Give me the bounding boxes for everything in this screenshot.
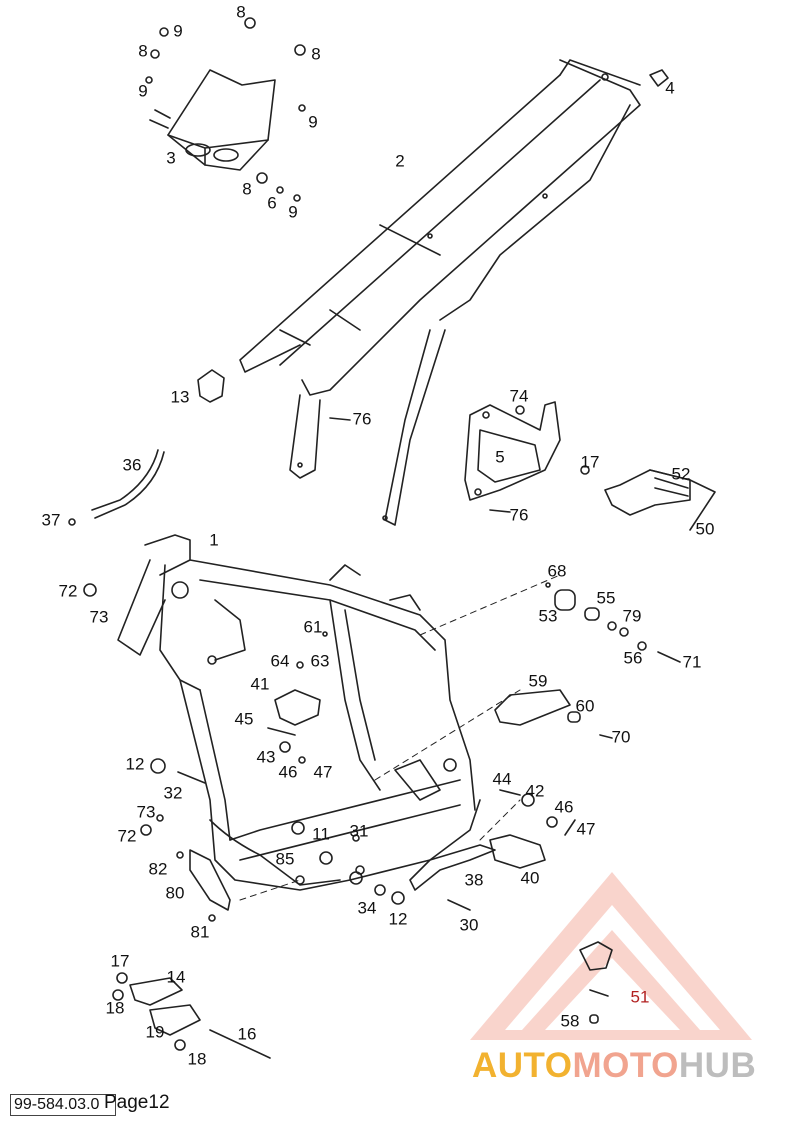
part-callout-40: 40: [520, 868, 540, 888]
part-callout-60: 60: [575, 696, 595, 716]
part-callout-50: 50: [695, 519, 715, 539]
part-callout-56: 56: [623, 648, 643, 668]
part-callout-13: 13: [170, 387, 190, 407]
lever-bushing-part: [567, 711, 581, 723]
part-callout-47: 47: [313, 762, 333, 782]
part-callout-19: 19: [145, 1022, 165, 1042]
main-frame-part: [117, 534, 481, 891]
part-callout-53: 53: [538, 606, 558, 626]
part-callout-59: 59: [528, 671, 548, 691]
leader-lines: [239, 574, 561, 901]
part-callout-18: 18: [105, 998, 125, 1018]
left-footpeg-part: [274, 689, 321, 726]
page-number: Page12: [104, 1092, 170, 1113]
part-callout-73: 73: [136, 802, 156, 822]
part-callout-76: 76: [352, 409, 372, 429]
part-callout-74: 74: [509, 386, 529, 406]
watermark-part-moto: MOTO: [572, 1046, 679, 1085]
part-callout-70: 70: [611, 727, 631, 747]
part-callout-81: 81: [190, 922, 210, 942]
part-callout-32: 32: [163, 783, 183, 803]
part-callout-64: 64: [270, 651, 290, 671]
part-callout-8: 8: [242, 179, 252, 199]
part-callout-30: 30: [459, 915, 479, 935]
part-callout-44: 44: [492, 769, 512, 789]
part-callout-3: 3: [166, 148, 176, 168]
fastener-parts: [68, 17, 613, 922]
right-footpeg-part: [409, 834, 546, 891]
brake-lever-part: [494, 689, 571, 726]
part-callout-17: 17: [110, 951, 130, 971]
part-callout-18: 18: [187, 1049, 207, 1069]
part-callout-8: 8: [138, 41, 148, 61]
part-callout-63: 63: [310, 651, 330, 671]
part-callout-34: 34: [357, 898, 377, 918]
part-callout-11: 11: [312, 824, 330, 844]
bushing-set-part: [554, 589, 681, 663]
part-callout-68: 68: [547, 561, 567, 581]
part-callout-80: 80: [165, 883, 185, 903]
part-callout-14: 14: [166, 967, 186, 987]
watermark-logo-icon: [470, 872, 752, 1040]
part-callout-51: 51: [630, 987, 650, 1007]
part-callout-8: 8: [236, 2, 246, 22]
part-callout-55: 55: [596, 588, 616, 608]
part-callout-36: 36: [122, 455, 142, 475]
chain-guard-part: [189, 849, 231, 911]
watermark-logo: AUTOMOTOHUB: [472, 1046, 756, 1086]
part-callout-9: 9: [138, 81, 148, 101]
hose-part: [91, 449, 165, 519]
part-callout-12: 12: [388, 909, 408, 929]
part-callout-5: 5: [495, 447, 505, 467]
footpeg-part: [604, 469, 716, 531]
part-callout-45: 45: [234, 709, 254, 729]
part-callout-2: 2: [395, 151, 405, 171]
part-callout-9: 9: [173, 21, 183, 41]
part-callout-12: 12: [125, 754, 145, 774]
watermark-part-hub: HUB: [678, 1046, 757, 1085]
part-callout-31: 31: [349, 821, 369, 841]
part-callout-46: 46: [278, 762, 298, 782]
part-callout-82: 82: [148, 859, 168, 879]
side-bracket-part: [464, 401, 561, 501]
part-callout-42: 42: [525, 781, 545, 801]
part-callout-73: 73: [89, 607, 109, 627]
part-callout-72: 72: [58, 581, 78, 601]
document-number: 99-584.03.0: [10, 1094, 117, 1116]
part-callout-38: 38: [464, 870, 484, 890]
part-callout-46: 46: [554, 797, 574, 817]
mount-bracket-part: [112, 972, 271, 1059]
part-callout-16: 16: [237, 1024, 257, 1044]
plug-part: [579, 941, 613, 1024]
part-callout-17: 17: [580, 452, 600, 472]
part-callout-79: 79: [622, 606, 642, 626]
rear-subframe-part: [239, 59, 641, 526]
part-callout-43: 43: [256, 747, 276, 767]
part-callout-41: 41: [250, 674, 270, 694]
part-callout-76: 76: [509, 505, 529, 525]
part-callout-71: 71: [682, 652, 702, 672]
part-callout-47: 47: [576, 819, 596, 839]
watermark-part-auto: AUTO: [472, 1046, 573, 1085]
cap-part: [649, 69, 669, 87]
part-callout-4: 4: [665, 78, 675, 98]
part-callout-61: 61: [303, 617, 323, 637]
part-callout-6: 6: [267, 193, 277, 213]
part-callout-9: 9: [308, 112, 318, 132]
part-callout-8: 8: [311, 44, 321, 64]
bump-stop-part: [197, 369, 225, 403]
part-callout-9: 9: [288, 202, 298, 222]
part-callout-85: 85: [275, 849, 295, 869]
part-callout-72: 72: [117, 826, 137, 846]
part-callout-58: 58: [560, 1011, 580, 1031]
part-callout-37: 37: [41, 510, 61, 530]
part-callout-1: 1: [209, 530, 219, 550]
skid-plate-part: [149, 69, 276, 171]
part-callout-52: 52: [671, 464, 691, 484]
